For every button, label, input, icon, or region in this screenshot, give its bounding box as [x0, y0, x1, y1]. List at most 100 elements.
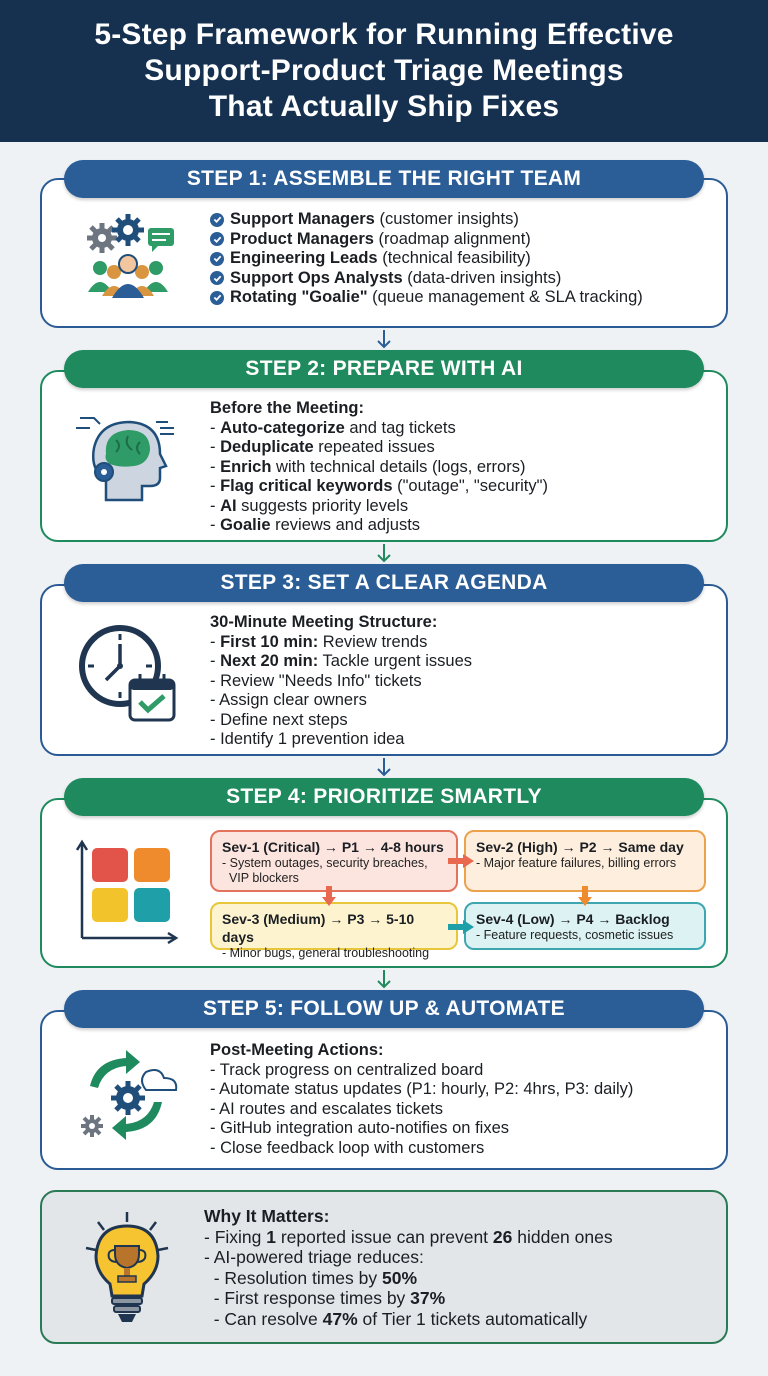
why-line-1: - Fixing 1 reported issue can prevent 26… [204, 1227, 613, 1248]
sev4-box: Sev-4 (Low) → P4 → Backlog - Feature req… [464, 902, 706, 950]
list-item-bullet: - [210, 438, 221, 456]
why-line-1-d: 26 [492, 1226, 513, 1247]
list-item-bullet: - [210, 632, 221, 651]
list-item: - Review "Needs Info" tickets [210, 672, 472, 692]
list-item-bold: Goalie [220, 516, 271, 534]
step2-list: Before the Meeting: - Auto-categorize an… [210, 399, 548, 536]
step2-title: STEP 2: PREPARE WITH AI [64, 350, 704, 388]
page-title-line-3: That Actually Ship Fixes [208, 90, 560, 123]
list-item-bullet: - [210, 496, 221, 515]
list-item: - Enrich with technical details (logs, e… [210, 458, 548, 478]
list-item: Engineering Leads (technical feasibility… [210, 249, 643, 269]
checkmark-icon [210, 290, 224, 305]
ai-head-icon [76, 410, 180, 510]
why-line-4: - First response times by 37% [204, 1288, 613, 1309]
step3-title: STEP 3: SET A CLEAR AGENDA [64, 564, 704, 602]
step5-heading: Post-Meeting Actions: [210, 1041, 384, 1059]
step3-card: 30-Minute Meeting Structure: - First 10 … [40, 584, 728, 756]
list-item: Support Managers (customer insights) [210, 210, 643, 230]
list-item: - Deduplicate repeated issues [210, 438, 548, 458]
list-item-text: ("outage", "security") [392, 477, 548, 495]
sev2-title: Sev-2 (High) → P2 → Same day [476, 839, 684, 855]
list-item-bold: Deduplicate [220, 438, 314, 456]
down-arrow-icon [322, 886, 336, 906]
list-item-bold: Engineering Leads [230, 249, 378, 267]
step5-title: STEP 5: FOLLOW UP & AUTOMATE [64, 990, 704, 1028]
step2-card: Before the Meeting: - Auto-categorize an… [40, 370, 728, 542]
list-item-bullet: - [210, 516, 221, 534]
list-item: - First 10 min: Review trends [210, 633, 472, 653]
list-item: - Track progress on centralized board [210, 1060, 484, 1079]
down-arrow-icon [377, 544, 391, 563]
list-item-text: (queue management & SLA tracking) [367, 288, 643, 306]
list-item-bold: AI [220, 496, 237, 515]
list-item-text: reviews and adjusts [270, 516, 421, 534]
list-item-bold: Next 20 min: [220, 652, 319, 670]
why-line-1-a: - Fixing [204, 1226, 267, 1247]
list-item-text: (data-driven insights) [402, 268, 562, 287]
list-item: - Close feedback loop with customers [210, 1138, 485, 1157]
down-arrow-icon [578, 886, 592, 906]
checkmark-icon [210, 271, 224, 286]
why-line-3-a: - Resolution times by [204, 1267, 382, 1288]
step4-card: Sev-1 (Critical) → P1 → 4-8 hours - Syst… [40, 798, 728, 968]
list-item: - Goalie reviews and adjusts [210, 516, 548, 536]
why-line-1-c: reported issue can prevent [275, 1226, 493, 1247]
list-item-bullet: - [210, 457, 221, 476]
checkmark-icon [210, 232, 224, 247]
list-item-text: Review trends [318, 632, 428, 651]
down-arrow-icon [377, 758, 391, 777]
list-item-bullet: - [210, 652, 221, 670]
why-line-3: - Resolution times by 50% [204, 1268, 613, 1289]
down-arrow-icon [377, 330, 391, 349]
sev2-box: Sev-2 (High) → P2 → Same day - Major fea… [464, 830, 706, 892]
down-arrow-icon [377, 970, 391, 989]
list-item-text: with technical details (logs, errors) [271, 457, 526, 476]
step3-heading: 30-Minute Meeting Structure: [210, 613, 438, 631]
sev3-desc: - Minor bugs, general troubleshooting [222, 946, 430, 960]
list-item-text: (technical feasibility) [377, 249, 531, 267]
step1-list: Support Managers (customer insights) Pro… [210, 210, 643, 308]
checkmark-icon [210, 212, 224, 227]
sev1-title: Sev-1 (Critical) → P1 → 4-8 hours [222, 839, 444, 855]
sev3-box: Sev-3 (Medium) → P3 → 5-10 days - Minor … [210, 902, 458, 960]
page-header: 5-Step Framework for Running Effective S… [0, 0, 768, 142]
list-item-bullet: - [210, 671, 221, 690]
list-item-text: (customer insights) [374, 210, 519, 228]
why-heading: Why It Matters: [204, 1206, 330, 1226]
step1-title: STEP 1: ASSEMBLE THE RIGHT TEAM [64, 160, 704, 198]
list-item: Support Ops Analysts (data-driven insigh… [210, 269, 643, 289]
list-item: - Auto-categorize and tag tickets [210, 419, 548, 439]
step5-card: Post-Meeting Actions: - Track progress o… [40, 1010, 728, 1170]
list-item-text: suggests priority levels [236, 496, 409, 515]
sev1-desc-1: - System outages, security breaches, [222, 856, 428, 870]
list-item: - Automate status updates (P1: hourly, P… [210, 1080, 634, 1098]
clock-calendar-icon [76, 622, 180, 726]
list-item-bullet: - [210, 710, 221, 729]
list-item: - Define next steps [210, 711, 472, 731]
list-item: - Next 20 min: Tackle urgent issues [210, 652, 472, 672]
list-item-bold: Rotating "Goalie" [230, 288, 368, 306]
why-line-5-a: - Can resolve [204, 1308, 323, 1329]
list-item-bold: Support Ops Analysts [230, 268, 403, 287]
list-item-text: and tag tickets [344, 418, 456, 437]
list-item-bold: Enrich [220, 457, 272, 476]
list-item: - Assign clear owners [210, 691, 472, 711]
list-item-bold: Product Managers [230, 229, 374, 248]
list-item: Rotating "Goalie" (queue management & SL… [210, 288, 643, 308]
why-text: Why It Matters: - Fixing 1 reported issu… [204, 1206, 613, 1329]
checkmark-icon [210, 251, 224, 266]
list-item-bold: Flag critical keywords [220, 477, 393, 495]
sev1-desc-2: VIP blockers [222, 871, 299, 885]
page-title-line-1: 5-Step Framework for Running Effective [94, 18, 674, 51]
step3-list: 30-Minute Meeting Structure: - First 10 … [210, 613, 472, 750]
list-item-text: Tackle urgent issues [318, 652, 473, 670]
automation-cycle-icon [76, 1046, 180, 1146]
why-line-4-b: 37% [410, 1288, 446, 1308]
list-item-bullet: - [210, 730, 221, 748]
list-item: - AI routes and escalates tickets [210, 1099, 443, 1118]
list-item: - GitHub integration auto-notifies on fi… [210, 1119, 509, 1137]
list-item-text: Identify 1 prevention idea [220, 730, 405, 748]
why-line-5: - Can resolve 47% of Tier 1 tickets auto… [204, 1309, 613, 1330]
sev3-title: Sev-3 (Medium) → P3 → 5-10 days [222, 911, 415, 945]
